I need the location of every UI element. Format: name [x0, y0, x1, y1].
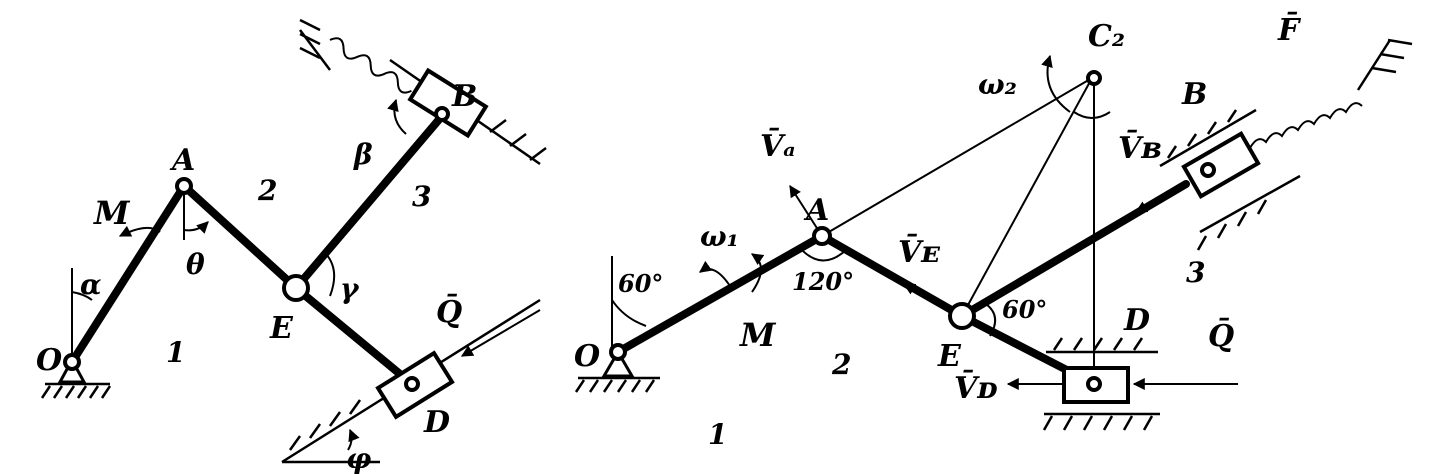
left-label-link-2: 2: [257, 174, 277, 207]
right-moment-arrow: [699, 260, 731, 287]
left-joint-e: [282, 274, 310, 302]
left-beta-arc: [387, 98, 407, 135]
right-label-e: E: [937, 339, 962, 374]
right-label-b: B: [1181, 77, 1207, 112]
right-label-angle-120: 120°: [792, 267, 854, 296]
left-gamma-arc: [325, 253, 336, 297]
left-label-alpha: α: [80, 268, 102, 301]
left-force-q-arrow: [460, 309, 541, 357]
left-link-1: [68, 182, 188, 366]
right-60-arc-e: [985, 303, 997, 337]
left-moment-arrow: [118, 225, 161, 237]
right-ground-o: [574, 349, 660, 393]
right-label-link-1: 1: [708, 418, 727, 451]
right-label-velocity-e: V̄ᴇ: [898, 234, 940, 270]
right-label-angle-60-e: 60°: [1002, 295, 1047, 324]
right-label-a: A: [803, 193, 829, 228]
right-label-omega1: ω₁: [700, 220, 739, 253]
left-label-o: O: [36, 343, 62, 378]
right-slider-b: [1159, 38, 1413, 251]
right-60-arc-o: [611, 299, 647, 327]
right-omega2-arrow: [1041, 54, 1071, 113]
right-label-link-3: 3: [1186, 256, 1205, 289]
right-velocity-b-arrow: [1134, 183, 1187, 213]
right-figure: O A B D E C₂ 1 2 3 60° 120° 60° ω₁ ω₂ M …: [574, 12, 1413, 451]
right-line-a-c2: [821, 77, 1093, 237]
right-label-moment: M: [739, 316, 777, 354]
left-label-link-3: 3: [412, 180, 431, 213]
left-label-phi: φ: [346, 442, 372, 474]
right-link-1: [614, 232, 826, 356]
left-label-link-1: 1: [166, 336, 185, 369]
right-label-o: O: [574, 339, 600, 374]
right-120-arc: [799, 247, 847, 262]
right-label-link-2: 2: [831, 348, 851, 381]
right-label-force-q: Q̄: [1208, 318, 1234, 354]
right-line-e-c2: [961, 77, 1093, 317]
left-joint-o: [63, 353, 81, 371]
right-joint-a: [812, 226, 832, 246]
left-label-force-q: Q̄: [436, 294, 462, 330]
left-theta-arc: [183, 221, 209, 234]
right-label-velocity-d: V̄ᴅ: [954, 370, 998, 406]
left-slider-d: [281, 298, 541, 464]
left-label-b: B: [451, 79, 477, 114]
left-joint-a: [175, 177, 193, 195]
right-slider-d: [1042, 337, 1160, 431]
left-label-theta: θ: [186, 248, 205, 281]
right-joint-o: [609, 343, 627, 361]
left-alpha-arc: [71, 291, 93, 301]
left-slider-b: [299, 18, 547, 166]
right-omega1-arrow: [751, 253, 765, 293]
right-label-omega2: ω₂: [978, 68, 1017, 101]
right-label-d: D: [1123, 303, 1150, 338]
right-joint-c2: [1086, 70, 1102, 86]
right-label-angle-60-o: 60°: [618, 269, 663, 298]
left-link-2-ed: [292, 284, 416, 388]
right-c2-arc: [1073, 111, 1111, 119]
left-figure: O A B D E 1 2 3 α β γ θ φ M Q̄: [36, 18, 547, 474]
left-label-d: D: [423, 405, 450, 440]
right-label-c2: C₂: [1088, 19, 1125, 54]
right-label-force-f: F̄: [1277, 12, 1302, 48]
right-joint-e: [948, 302, 976, 330]
left-label-beta: β: [353, 138, 373, 171]
left-label-gamma: γ: [340, 272, 360, 305]
left-label-a: A: [169, 143, 195, 178]
left-link-3: [292, 112, 446, 292]
right-label-velocity-b: V̄ʙ: [1118, 130, 1162, 166]
left-link-2-ae: [180, 182, 300, 292]
left-label-moment: M: [93, 194, 131, 232]
left-label-e: E: [269, 311, 294, 346]
right-label-velocity-a: V̄ₐ: [760, 128, 796, 164]
